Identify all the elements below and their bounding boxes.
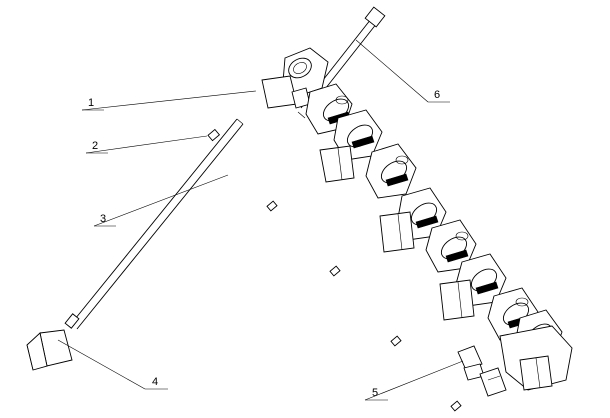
key xyxy=(390,335,402,347)
label-6: 6 xyxy=(434,89,440,101)
rocker-housing-bottom xyxy=(499,325,573,391)
leader-lines xyxy=(57,39,464,401)
key xyxy=(450,400,462,412)
rocker-arm-units xyxy=(305,83,573,391)
rocker-unit-2 xyxy=(319,109,383,183)
part-4-end-cap xyxy=(26,329,73,371)
rocker-unit-4 xyxy=(379,187,447,253)
part-5-bracket xyxy=(457,345,507,397)
label-2: 2 xyxy=(92,140,98,152)
key xyxy=(266,200,278,212)
label-4: 4 xyxy=(152,376,158,388)
label-3: 3 xyxy=(100,213,106,225)
part-2-key xyxy=(207,128,221,142)
label-1: 1 xyxy=(88,97,94,109)
part-3-rod xyxy=(64,118,244,330)
rocker-unit-3 xyxy=(365,143,417,199)
label-5: 5 xyxy=(372,387,378,399)
small-keys xyxy=(207,128,462,412)
key xyxy=(329,265,341,277)
